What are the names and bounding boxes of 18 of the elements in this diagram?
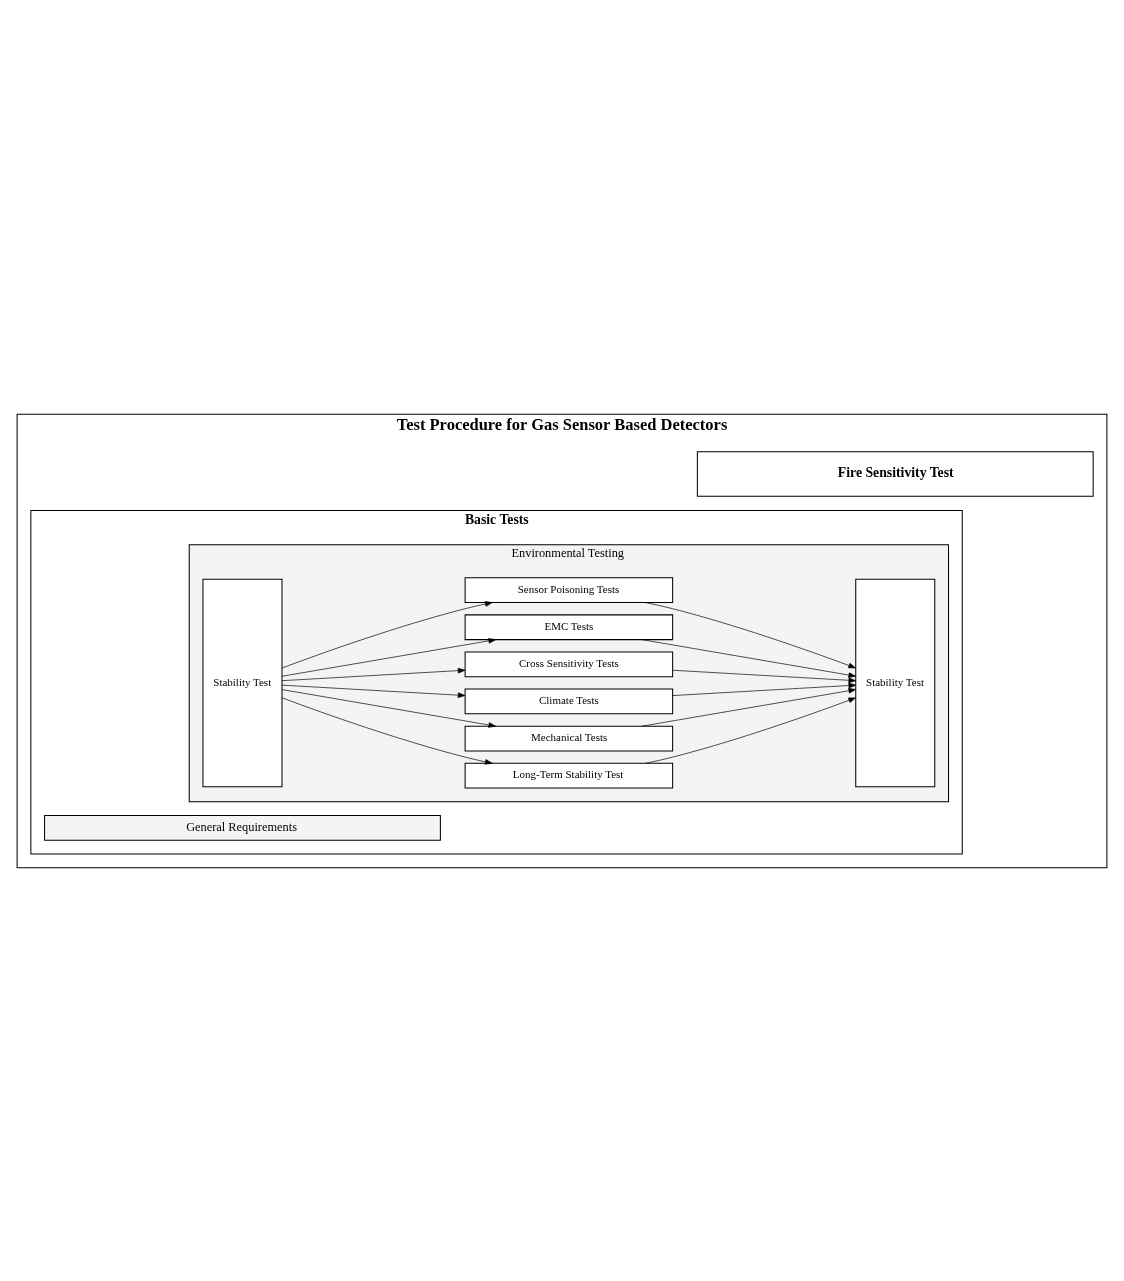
node-box: General Requirements — [44, 814, 441, 841]
arrow — [281, 637, 497, 677]
node-box: EMC Tests — [464, 613, 674, 640]
arrow — [281, 684, 466, 698]
arrow — [281, 688, 497, 728]
node-box: Climate Tests — [464, 688, 674, 714]
arrow — [281, 697, 493, 765]
node-box: Long-Term Stability Test — [464, 762, 674, 789]
node-box: Mechanical Tests — [464, 725, 674, 751]
arrow — [672, 669, 857, 683]
node-box: Stability Test — [855, 578, 936, 787]
node-box: Fire Sensitivity Test — [696, 450, 1094, 497]
arrow — [672, 682, 857, 696]
node-box: Sensor Poisoning Tests — [464, 576, 674, 603]
arrow — [281, 600, 493, 668]
node-box: Stability Test — [202, 578, 283, 787]
node-box: Cross Sensitivity Tests — [464, 650, 674, 677]
arrow — [281, 667, 466, 681]
